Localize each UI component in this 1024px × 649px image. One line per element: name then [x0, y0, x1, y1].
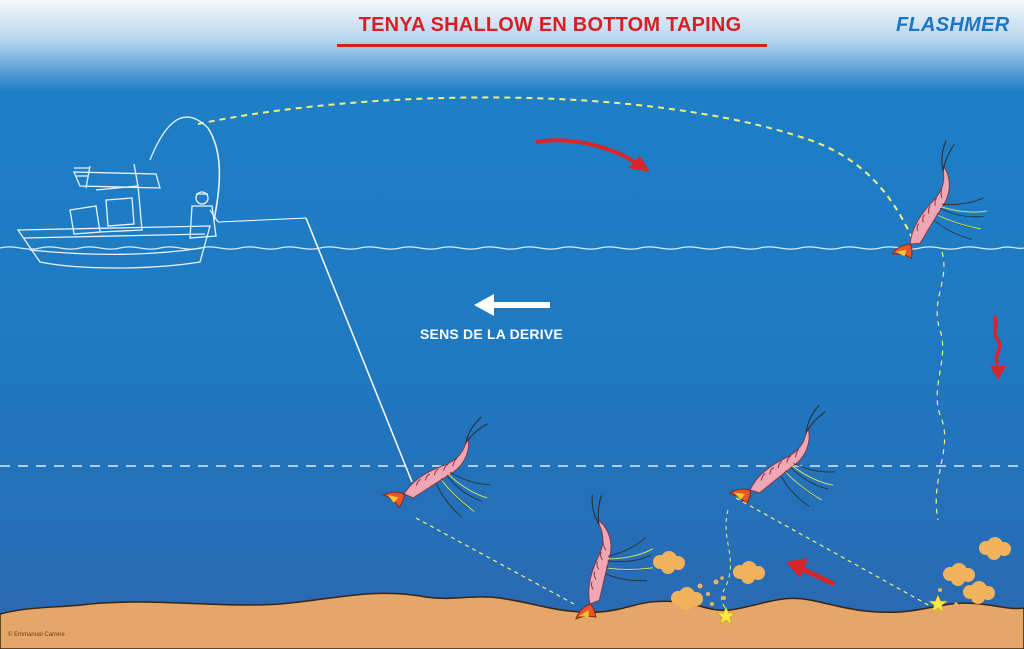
drift-arrow-icon: [474, 294, 550, 316]
brand-logo: FLASHMER: [896, 14, 1010, 36]
angler-icon: [149, 116, 221, 239]
red-arrow-icon: [535, 138, 650, 172]
fishing-line: [305, 217, 413, 483]
red-arrow-icon: [990, 314, 1006, 380]
copyright-text: © Emmanuel Carrere: [8, 632, 65, 638]
red-arrow-icon: [786, 558, 836, 587]
water-surface-line: [0, 246, 1024, 250]
page-title: TENYA SHALLOW EN BOTTOM TAPING: [358, 14, 742, 36]
sinking-path: [935, 251, 946, 521]
boat-icon: [16, 163, 211, 269]
title-underline: [337, 44, 767, 47]
seabed: [0, 592, 1024, 649]
cast-trajectory: [197, 96, 913, 239]
drift-direction-label: SENS DE LA DERIVE: [420, 326, 563, 342]
sand-particles: [694, 576, 958, 606]
